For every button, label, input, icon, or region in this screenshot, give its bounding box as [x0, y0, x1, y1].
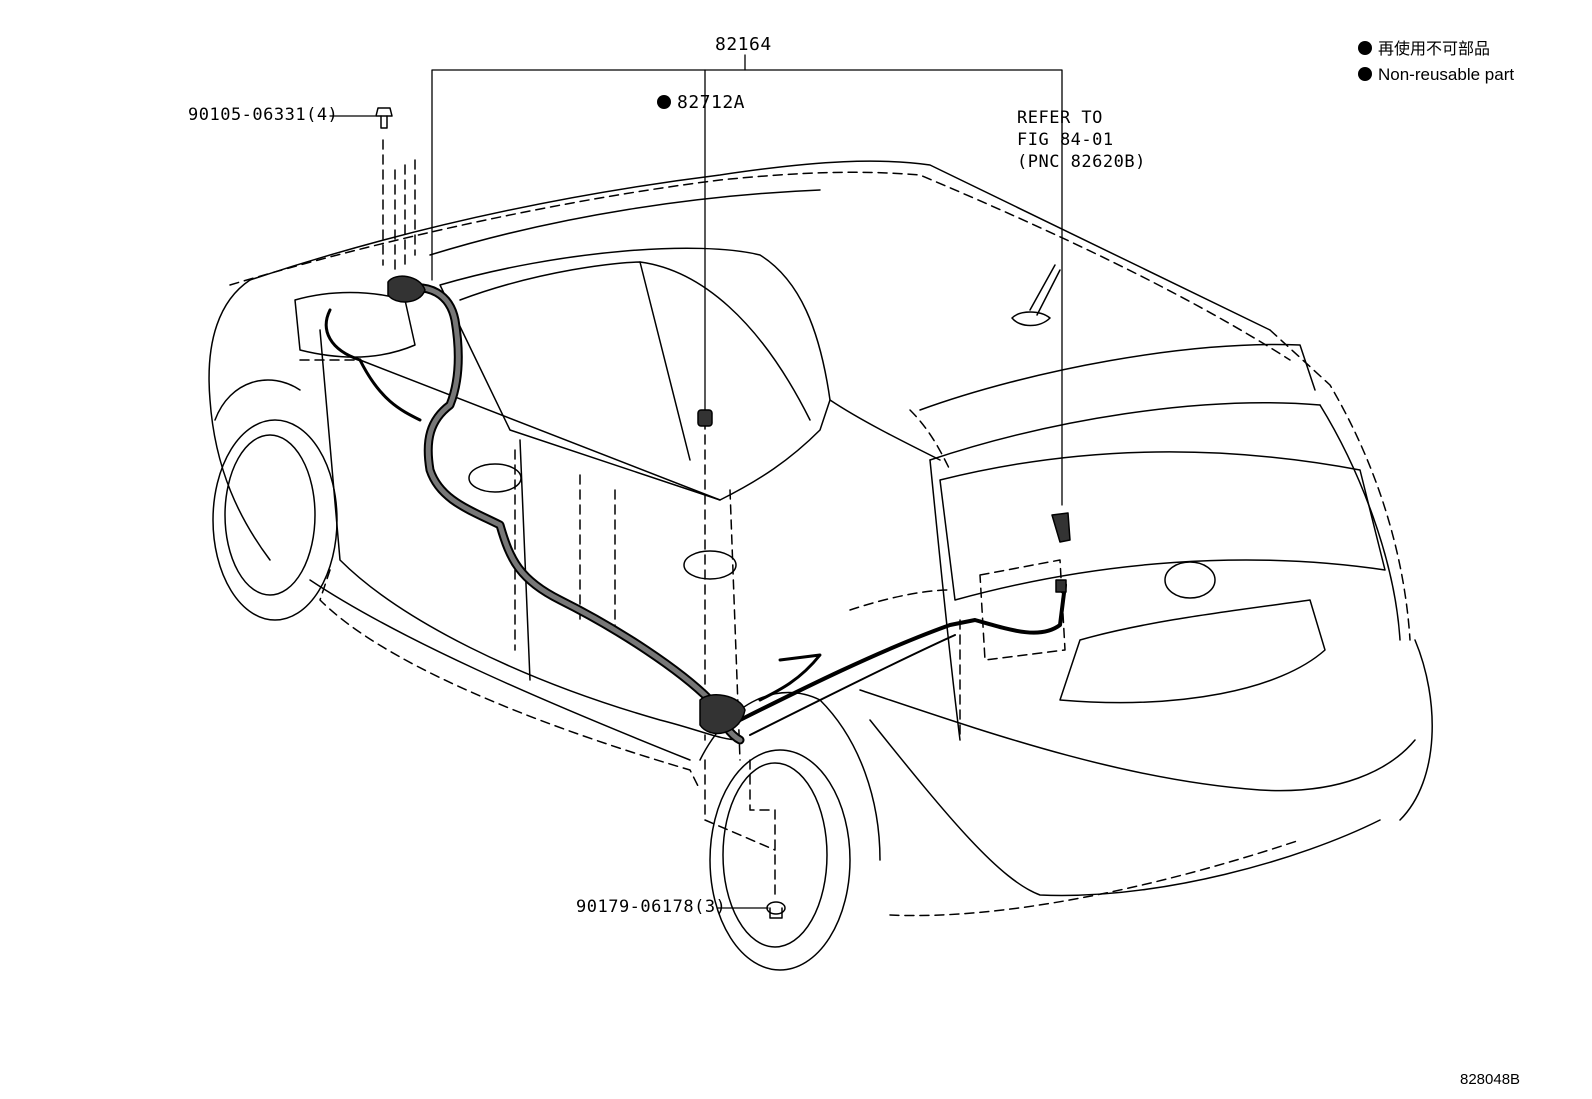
callout-bolt: 90105-06331(4) [188, 105, 339, 125]
refer-line-2: FIG 84-01 [1017, 130, 1114, 150]
antenna [1029, 264, 1061, 316]
non-reusable-marker-icon [657, 95, 671, 109]
legend-english: Non-reusable part [1358, 66, 1514, 83]
refer-line-3: (PNC 82620B) [1017, 152, 1146, 172]
clip-icon [766, 901, 786, 919]
figure-id: 828048B [1460, 1071, 1521, 1088]
car-body-outline [208, 160, 1433, 971]
refer-line-1: REFER TO [1017, 108, 1103, 128]
wire-harness-82164 [324, 275, 1071, 745]
legend-japanese: 再使用不可部品 [1358, 41, 1490, 58]
rear-wheel [709, 749, 851, 971]
front-wheel [212, 419, 338, 621]
leader-lines [329, 54, 1063, 909]
hidden-lines [229, 139, 1411, 917]
callout-clip: 90179-06178(3) [576, 897, 727, 917]
filled-circle-icon [1358, 67, 1372, 81]
callout-82164: 82164 [715, 34, 772, 55]
bolt-icon [375, 107, 393, 129]
callout-82712a: 82712A [657, 94, 745, 112]
filled-circle-icon [1358, 41, 1372, 55]
